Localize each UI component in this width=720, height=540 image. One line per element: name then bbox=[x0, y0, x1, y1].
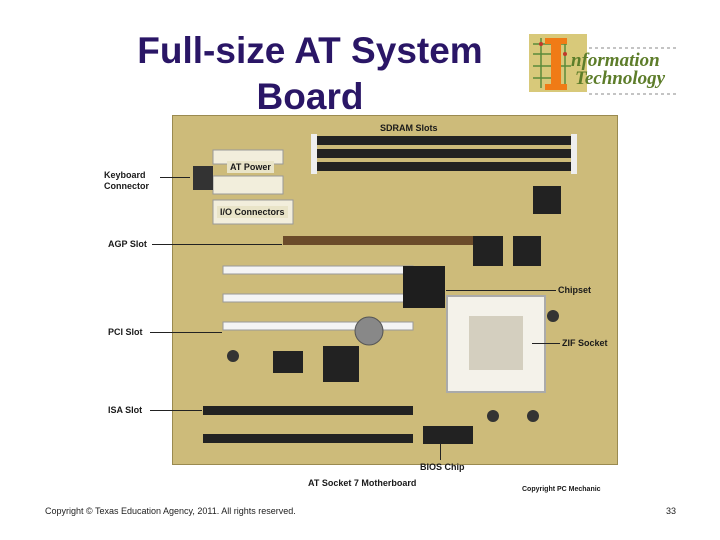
label-io-connectors: I/O Connectors bbox=[217, 206, 288, 218]
label-copyright-pc-mechanic: Copyright PC Mechanic bbox=[522, 486, 601, 493]
pointer-agp bbox=[152, 244, 282, 245]
label-keyboard-line2: Connector bbox=[104, 181, 149, 191]
footer-copyright: Copyright © Texas Education Agency, 2011… bbox=[45, 506, 296, 516]
label-zif-socket: ZIF Socket bbox=[562, 338, 608, 348]
pointer-isa bbox=[150, 410, 202, 411]
label-sdram-slots: SDRAM Slots bbox=[380, 123, 438, 133]
label-agp-slot: AGP Slot bbox=[108, 239, 147, 249]
label-keyboard-line1: Keyboard bbox=[104, 170, 146, 180]
label-isa-slot: ISA Slot bbox=[108, 405, 143, 415]
pointer-pci bbox=[150, 332, 222, 333]
pointer-keyboard bbox=[160, 177, 190, 178]
pointer-zif bbox=[532, 343, 560, 344]
label-at-power: AT Power bbox=[227, 161, 274, 173]
slide-title: Full-size AT System Board bbox=[137, 30, 483, 117]
label-bios-chip: BIOS Chip bbox=[420, 462, 465, 472]
logo-line1: nformation bbox=[571, 50, 660, 71]
label-caption: AT Socket 7 Motherboard bbox=[308, 478, 417, 488]
motherboard-figure: SDRAM Slots Keyboard Connector AT Power … bbox=[102, 115, 618, 497]
pointer-bios bbox=[440, 440, 441, 460]
pointer-chipset bbox=[446, 290, 556, 291]
motherboard-illustration bbox=[193, 134, 577, 444]
circuit-logo-graphic bbox=[529, 34, 679, 95]
logo-line2: Technology bbox=[575, 68, 666, 89]
label-chipset: Chipset bbox=[558, 285, 592, 295]
label-pci-slot: PCI Slot bbox=[108, 327, 143, 337]
page-number: 33 bbox=[666, 506, 677, 516]
information-technology-logo: nformation Technology bbox=[527, 30, 682, 100]
